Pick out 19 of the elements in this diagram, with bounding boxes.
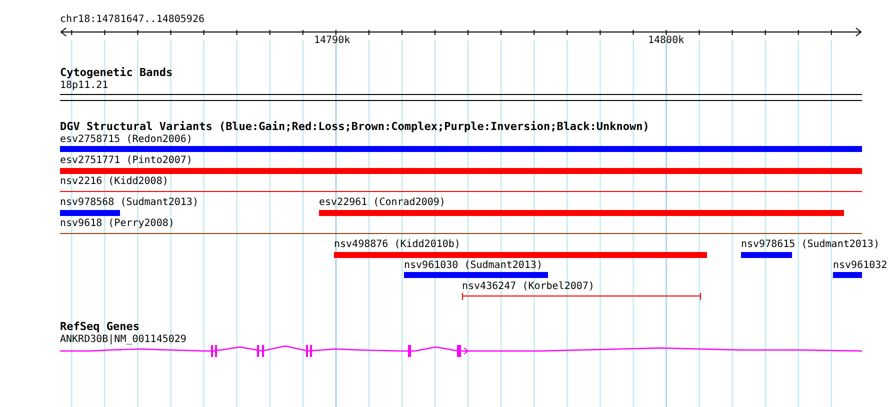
variant-label: nsv436247 (Korbel2007): [462, 281, 594, 292]
variant-label: esv2758715 (Redon2006): [60, 134, 192, 145]
coordinate-range-label: chr18:14781647..14805926: [60, 14, 204, 25]
track-title: DGV Structural Variants (Blue:Gain;Red:Loss;Brown:Complex;Purple:Inversion;Black:Unknown): [60, 121, 650, 132]
variant-label: nsv2216 (Kidd2008): [60, 176, 168, 187]
track-title: Cytogenetic Bands: [60, 67, 173, 78]
tick-label: 14790k: [314, 35, 350, 46]
variant-label: nsv498876 (Kidd2010b): [334, 239, 460, 250]
variant-label: nsv961030 (Sudmant2013): [404, 260, 542, 271]
track-title: RefSeq Genes: [60, 321, 140, 332]
variant-label: nsv978615 (Sudmant2013): [741, 239, 880, 250]
variant-label: nsv9618 (Perry2008): [60, 218, 174, 229]
variant-label: esv2751771 (Pinto2007): [60, 155, 192, 166]
variant-label: nsv978568 (Sudmant2013): [60, 197, 198, 208]
tick-label: 14800k: [648, 35, 684, 46]
variant-label: esv22961 (Conrad2009): [319, 197, 446, 208]
band-label: 18p11.21: [60, 80, 108, 91]
variant-label: nsv961032: [833, 260, 888, 271]
gene-label: ANKRD30B|NM_001145029: [60, 334, 186, 345]
